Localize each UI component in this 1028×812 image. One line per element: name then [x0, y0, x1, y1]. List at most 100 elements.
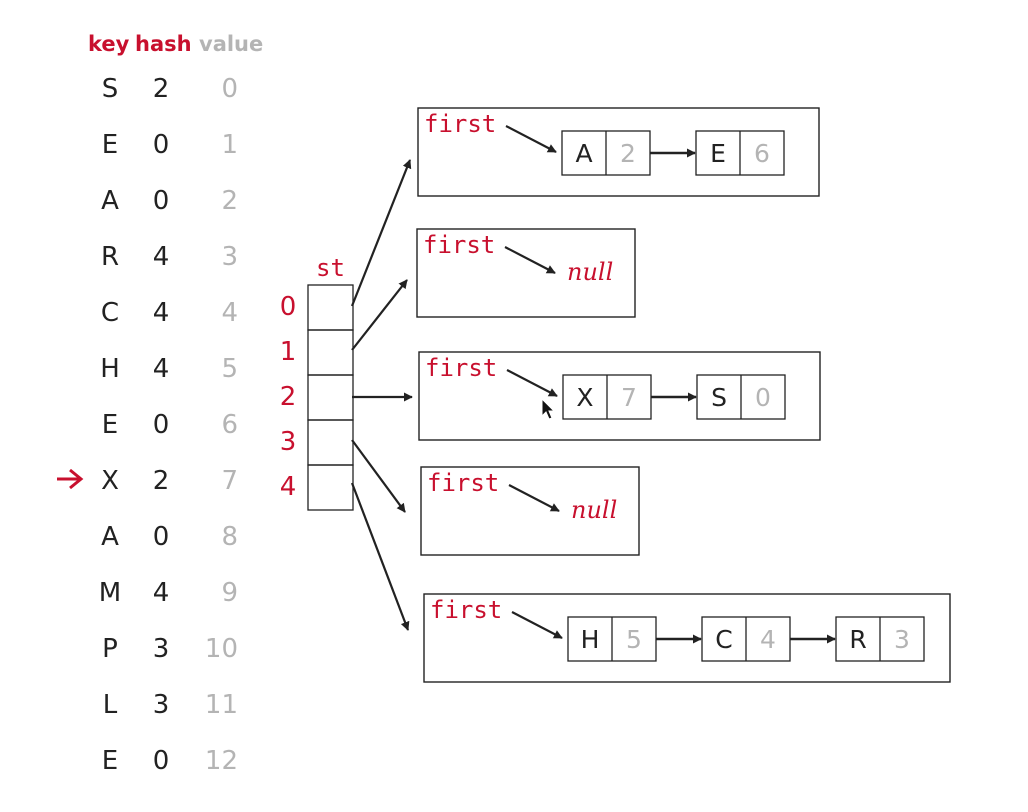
- node-value: 6: [754, 139, 770, 168]
- node-value: 4: [760, 625, 776, 654]
- row-hash: 4: [153, 578, 170, 608]
- st-pointer-arrow-1: [351, 279, 408, 351]
- row-value: 0: [221, 74, 238, 104]
- chain-list-3: first null: [420, 466, 640, 556]
- null-label: null: [571, 496, 617, 524]
- st-index: 0: [280, 292, 297, 322]
- row-key: H: [100, 354, 120, 384]
- row-value: 3: [221, 242, 238, 272]
- first-pointer-arrow: [505, 125, 557, 153]
- node-key: H: [581, 625, 600, 654]
- node-value: 0: [755, 383, 771, 412]
- row-value: 1: [221, 130, 238, 160]
- row-key: M: [99, 578, 121, 608]
- list-container: [416, 228, 636, 318]
- row-value: 4: [221, 298, 238, 328]
- st-index: 3: [280, 427, 297, 457]
- row-value: 7: [221, 466, 238, 496]
- row-hash: 4: [153, 298, 170, 328]
- table-row: X 2 7: [101, 466, 238, 496]
- row-value: 2: [221, 186, 238, 216]
- node-value: 5: [626, 625, 642, 654]
- node-value: 7: [621, 383, 637, 412]
- row-value: 6: [221, 410, 238, 440]
- first-label: first: [423, 231, 495, 259]
- st-cell: [307, 419, 354, 466]
- first-label: first: [425, 354, 497, 382]
- row-hash: 0: [153, 130, 170, 160]
- row-value: 12: [205, 746, 238, 776]
- st-array-label: st: [316, 254, 345, 282]
- null-label: null: [567, 258, 613, 286]
- mouse-cursor-icon: [541, 397, 556, 420]
- row-hash: 0: [153, 410, 170, 440]
- row-hash: 4: [153, 242, 170, 272]
- list-container: [418, 351, 821, 441]
- row-value: 10: [205, 634, 238, 664]
- st-cell: [307, 284, 354, 331]
- table-row: E 0 6: [102, 410, 238, 440]
- first-pointer-arrow: [511, 611, 563, 639]
- node-value: 2: [620, 139, 636, 168]
- row-value: 9: [221, 578, 238, 608]
- st-pointer-arrow-0: [350, 159, 412, 307]
- list-container: [423, 593, 951, 683]
- st-cell: [307, 464, 354, 511]
- row-key: E: [102, 130, 118, 160]
- st-pointer-arrow-4: [350, 482, 410, 631]
- row-hash: 0: [153, 522, 170, 552]
- value-header: value: [199, 32, 263, 56]
- row-hash: 2: [153, 466, 170, 496]
- row-key: L: [103, 690, 118, 720]
- chain-list-1: first null: [416, 228, 636, 318]
- first-label: first: [424, 110, 496, 138]
- row-value: 11: [205, 690, 238, 720]
- row-key: S: [102, 74, 119, 104]
- node-key: E: [710, 139, 726, 168]
- first-label: first: [427, 469, 499, 497]
- st-cell: [307, 374, 354, 421]
- list-container: [420, 466, 640, 556]
- st-index: 4: [280, 472, 297, 502]
- st-index: 2: [280, 382, 297, 412]
- node-key: X: [576, 383, 593, 412]
- row-key: X: [101, 466, 119, 496]
- first-pointer-arrow: [506, 369, 558, 397]
- row-hash: 3: [153, 634, 170, 664]
- first-pointer-arrow: [504, 246, 556, 274]
- table-row: S 2 0: [102, 74, 238, 104]
- row-hash: 2: [153, 74, 170, 104]
- first-label: first: [430, 596, 502, 624]
- row-key: P: [102, 634, 118, 664]
- key-header: key: [88, 32, 130, 56]
- node-value: 3: [894, 625, 910, 654]
- table-row: E 0 1: [102, 130, 238, 160]
- st-cell: [307, 329, 354, 376]
- row-key: R: [101, 242, 119, 272]
- row-key: E: [102, 410, 118, 440]
- st-pointer-arrow-3: [351, 439, 406, 513]
- st-pointers: [350, 159, 413, 631]
- row-key: A: [101, 522, 119, 552]
- row-key: E: [102, 746, 118, 776]
- current-key-arrow-icon: [57, 468, 84, 490]
